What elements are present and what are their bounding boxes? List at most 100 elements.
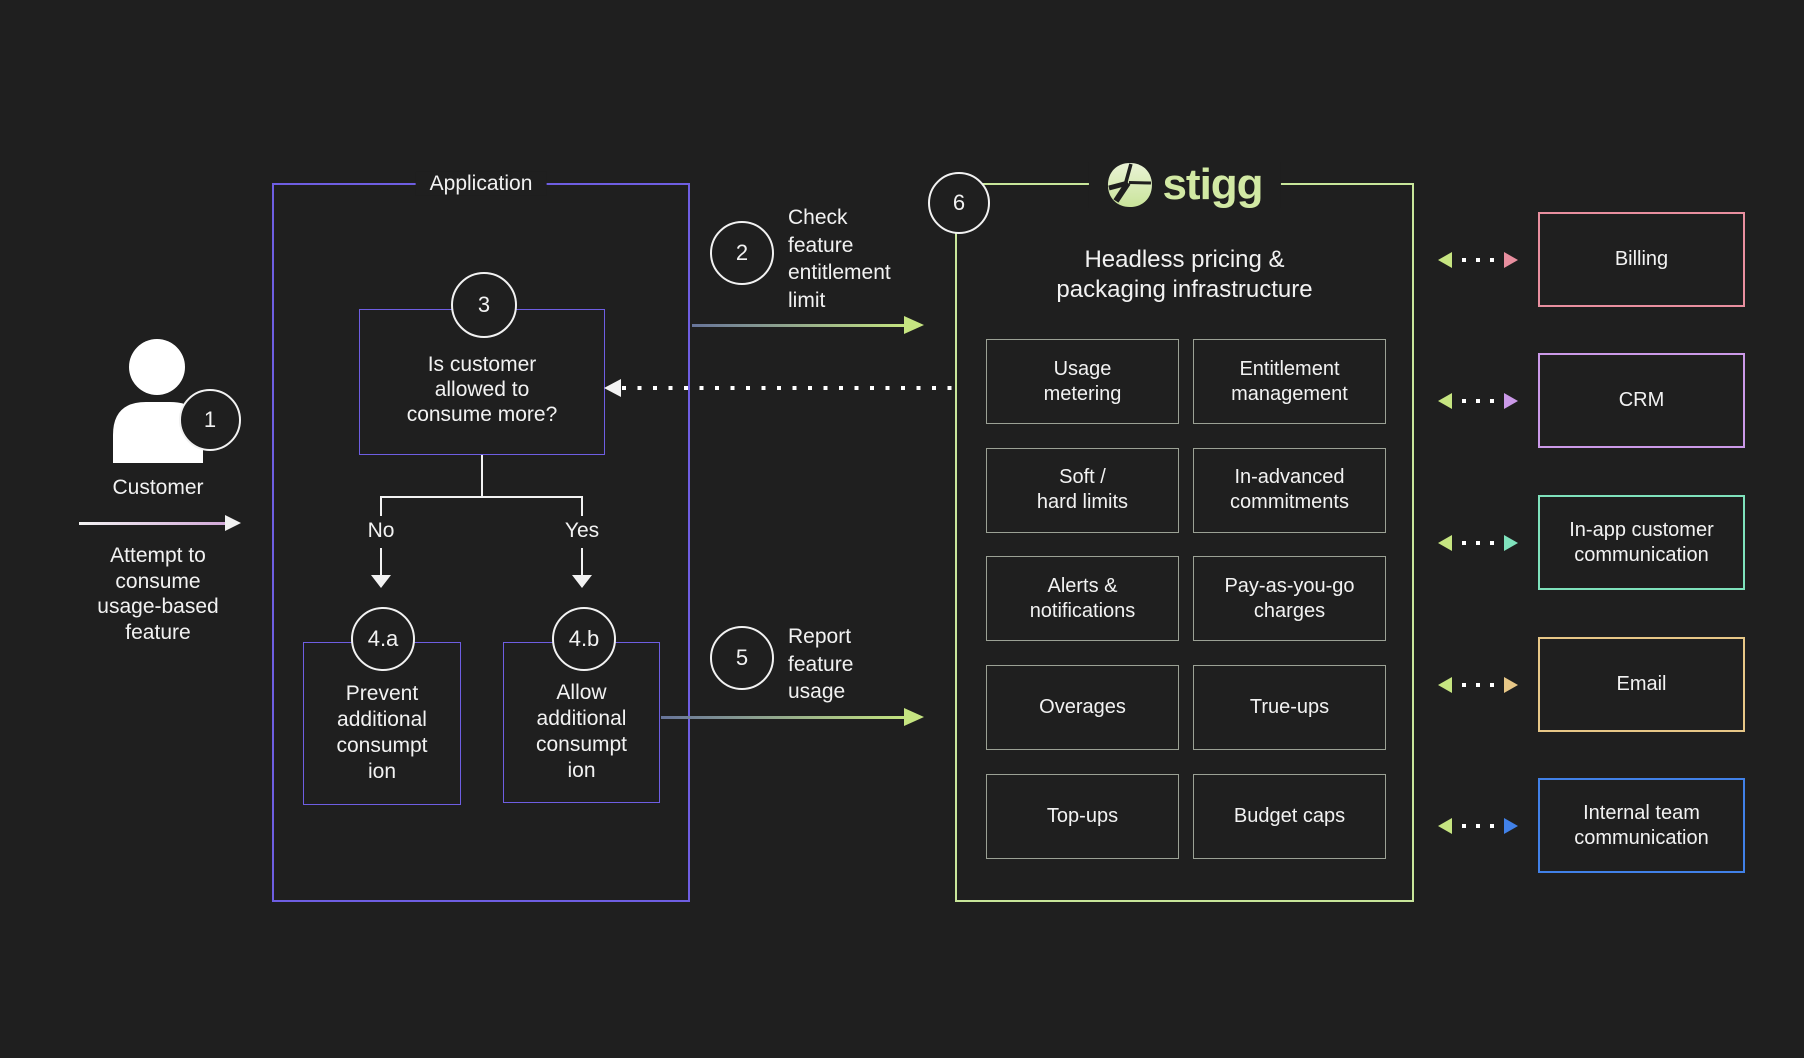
connector-dot xyxy=(1476,682,1480,687)
capability-cell-true-ups: True-ups xyxy=(1193,665,1386,751)
stigg-logo-icon xyxy=(1107,163,1152,207)
check-step-number: 2 xyxy=(735,240,749,265)
capability-cell-in-advanced-commitments: In-advanced commitments xyxy=(1193,447,1386,533)
no-label: No xyxy=(367,519,395,542)
cell-text: True-ups xyxy=(1249,696,1330,719)
arrow-right-icon xyxy=(1504,676,1518,693)
application-title: Application xyxy=(415,171,547,196)
yes-arrow-line xyxy=(581,548,583,576)
integration-connector-internal-team xyxy=(1438,817,1518,834)
no-arrow-line xyxy=(380,548,382,576)
integration-label: Internal team communication xyxy=(1574,801,1709,849)
report-step-badge: 5 xyxy=(710,626,774,690)
cell-text: In-advanced commitments xyxy=(1230,466,1349,514)
integration-label: Billing xyxy=(1614,248,1669,270)
report-arrow-head xyxy=(904,708,924,726)
branch-no-stub xyxy=(380,496,382,516)
integration-connector-in-app xyxy=(1438,534,1518,551)
customer-step-number: 1 xyxy=(203,407,217,432)
arrow-right-icon xyxy=(1504,251,1518,268)
cell-text: Soft / hard limits xyxy=(1036,466,1129,514)
connector-dot xyxy=(1476,540,1480,545)
return-dotted-line xyxy=(622,386,955,390)
report-step-number: 5 xyxy=(735,645,749,670)
allow-box: Allow additional consumpt ion xyxy=(503,642,660,803)
cell-text: Alerts & notifications xyxy=(1029,574,1136,622)
branch-stem-line xyxy=(481,455,483,497)
integration-label: CRM xyxy=(1618,389,1665,411)
arrow-left-icon xyxy=(1438,251,1452,268)
capability-cell-pay-as-you-go-charges: Pay-as-you-go charges xyxy=(1193,556,1386,642)
connector-dot xyxy=(1490,398,1494,403)
capability-cell-entitlement-management: Entitlement management xyxy=(1193,339,1386,424)
connector-dot xyxy=(1476,257,1480,262)
capability-cell-alerts-notifications: Alerts & notifications xyxy=(986,556,1179,642)
integration-box-email: Email xyxy=(1538,637,1745,732)
check-step-badge: 2 xyxy=(710,221,774,285)
stigg-wordmark: stigg xyxy=(1162,160,1263,209)
arrow-right-icon xyxy=(1504,392,1518,409)
integration-box-billing: Billing xyxy=(1538,212,1745,307)
connector-dot xyxy=(1462,540,1466,545)
allow-text: Allow additional consumpt ion xyxy=(535,680,628,782)
capability-cell-budget-caps: Budget caps xyxy=(1193,773,1386,859)
stigg-step-number: 6 xyxy=(952,190,966,215)
capability-cell-overages: Overages xyxy=(986,665,1179,751)
customer-step-badge: 1 xyxy=(179,389,241,451)
prevent-step-badge: 4.a xyxy=(351,607,415,671)
connector-dot xyxy=(1462,398,1466,403)
check-label: Check feature entitlement limit xyxy=(788,206,891,312)
connector-dot xyxy=(1462,257,1466,262)
stigg-step-badge: 6 xyxy=(928,172,990,234)
integration-connector-billing xyxy=(1438,251,1518,268)
allow-step-badge: 4.b xyxy=(552,607,616,671)
customer-flow-arrow-line xyxy=(79,522,227,525)
capability-cell-usage-metering: Usage metering xyxy=(986,339,1179,424)
connector-dot xyxy=(1490,540,1494,545)
connector-dot xyxy=(1476,823,1480,828)
prevent-step-number: 4.a xyxy=(367,626,399,651)
capability-grid: Usage metering Entitlement management So… xyxy=(986,339,1386,859)
decision-text: Is customer allowed to consume more? xyxy=(406,352,558,426)
check-arrow-head xyxy=(904,316,924,334)
yes-arrow-head xyxy=(572,575,592,588)
cell-text: Usage metering xyxy=(1043,357,1122,405)
integration-connector-crm xyxy=(1438,392,1518,409)
connector-dot xyxy=(1490,257,1494,262)
cell-text: Pay-as-you-go charges xyxy=(1224,574,1355,622)
return-arrow-head xyxy=(604,379,621,397)
stigg-logo: stigg xyxy=(1088,160,1281,209)
customer-action-text: Attempt to consume usage-based feature xyxy=(97,544,219,644)
integration-label: In-app customer communication xyxy=(1569,518,1714,566)
capability-cell-soft-hard-limits: Soft / hard limits xyxy=(986,447,1179,533)
stigg-header: Headless pricing & packaging infrastruct… xyxy=(1056,246,1313,303)
arrow-right-icon xyxy=(1504,817,1518,834)
arrow-left-icon xyxy=(1438,817,1452,834)
prevent-box: Prevent additional consumpt ion xyxy=(303,642,461,805)
check-arrow-line xyxy=(692,324,905,327)
integration-label: Email xyxy=(1616,673,1667,695)
report-arrow-line xyxy=(661,716,905,719)
connector-dot xyxy=(1490,682,1494,687)
cell-text: Overages xyxy=(1039,696,1126,719)
arrow-right-icon xyxy=(1504,534,1518,551)
integration-connector-email xyxy=(1438,676,1518,693)
cell-text: Budget caps xyxy=(1233,804,1346,827)
customer-label: Customer xyxy=(112,476,204,499)
decision-step-number: 3 xyxy=(477,292,491,317)
capability-cell-top-ups: Top-ups xyxy=(986,773,1179,859)
report-label: Report feature usage xyxy=(788,625,854,703)
arrow-left-icon xyxy=(1438,534,1452,551)
stigg-box: stigg Headless pricing & packaging infra… xyxy=(955,162,1414,902)
decision-step-badge: 3 xyxy=(451,272,517,338)
branch-yes-stub xyxy=(581,496,583,516)
cell-text: Entitlement management xyxy=(1231,357,1348,405)
connector-dot xyxy=(1490,823,1494,828)
prevent-text: Prevent additional consumpt ion xyxy=(336,681,428,783)
integration-box-internal-team-communication: Internal team communication xyxy=(1538,778,1745,873)
customer-flow-arrow-head xyxy=(225,515,241,531)
integration-box-in-app-customer-communication: In-app customer communication xyxy=(1538,495,1745,590)
branch-horizontal-line xyxy=(380,496,583,498)
connector-dot xyxy=(1462,823,1466,828)
